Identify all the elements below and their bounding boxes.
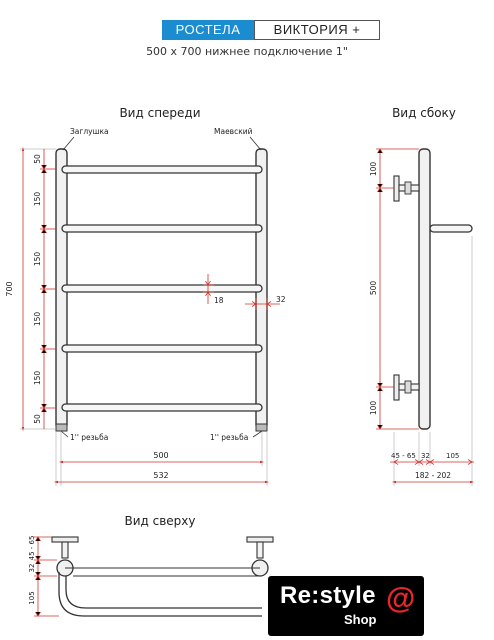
height-total-label: 700	[5, 281, 14, 296]
thread-left-label: 1'' резьба	[70, 433, 108, 442]
wall-flange-top	[393, 175, 400, 202]
top-pipe-label: 32	[28, 564, 36, 573]
cart-at-icon: @	[386, 582, 416, 615]
top-offset-label: 45 - 65	[28, 536, 36, 561]
pipe-diameter-label: 32	[276, 295, 286, 304]
crossbar	[61, 284, 263, 293]
side-dim-bottom-label: 100	[369, 401, 378, 416]
segment-label: 150	[33, 371, 42, 386]
side-dim-mid-label: 500	[369, 281, 378, 296]
model-label: ВИКТОРИЯ +	[254, 20, 380, 40]
left-thread-end	[55, 423, 68, 432]
side-total-label: 182 - 202	[415, 471, 451, 480]
crossbar	[61, 224, 263, 233]
side-depth-label: 105	[446, 452, 459, 460]
side-pipe-label: 32	[421, 452, 430, 460]
store-logo[interactable]: Re:style Shop @	[268, 576, 424, 636]
segment-label: 150	[33, 312, 42, 327]
bar-diameter-label: 18	[214, 296, 224, 305]
header: РОСТЕЛА ВИКТОРИЯ + 500 х 700 нижнее подк…	[0, 0, 494, 70]
plug-label: Заглушка	[70, 127, 109, 136]
top-depth-label: 105	[28, 591, 36, 604]
segment-bottom-label: 50	[33, 414, 42, 424]
side-offset-label: 45 - 65	[391, 452, 416, 460]
top-u-bar-inner	[65, 576, 262, 609]
wall-flange-bottom	[393, 374, 400, 401]
width-axis-label: 500	[153, 451, 168, 460]
side-dim-top-label: 100	[369, 162, 378, 177]
subtitle: 500 х 700 нижнее подключение 1"	[146, 45, 348, 58]
logo-main-text: Re:style	[280, 582, 376, 609]
segment-label: 150	[33, 252, 42, 267]
side-view-title: Вид сбоку	[392, 106, 456, 120]
crossbar	[61, 165, 263, 174]
thread-right-label: 1'' резьба	[210, 433, 248, 442]
segment-label: 150	[33, 192, 42, 207]
side-pipe	[418, 148, 431, 430]
crossbar	[61, 403, 263, 412]
top-flange-right	[246, 536, 274, 543]
segment-top-label: 50	[33, 154, 42, 164]
front-view-title: Вид спереди	[119, 106, 200, 120]
width-total-label: 532	[153, 471, 168, 480]
crossbar	[61, 344, 263, 353]
right-thread-end	[255, 423, 268, 432]
brand-label: РОСТЕЛА	[162, 20, 254, 40]
valve-label: Маевский	[214, 127, 253, 136]
top-view-title: Вид сверху	[124, 514, 195, 528]
logo-shop-text: Shop	[344, 612, 377, 627]
side-crossbar	[429, 224, 473, 233]
top-u-bar-outer	[58, 572, 262, 617]
top-flange-left	[51, 536, 79, 543]
